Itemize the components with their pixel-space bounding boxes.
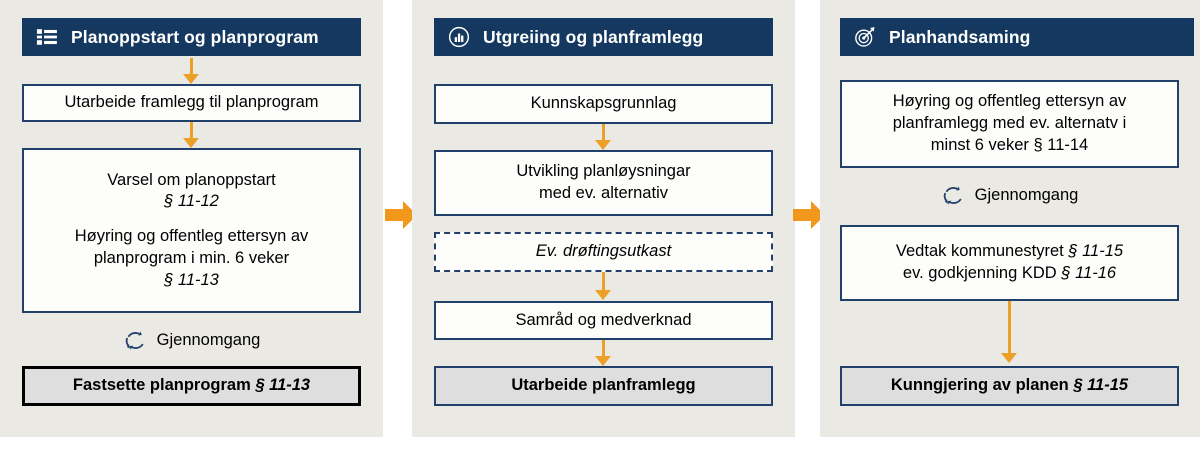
node-line: med ev. alternativ bbox=[538, 184, 668, 202]
node-kunnskapsgrunnlag[interactable]: Kunnskapsgrunnlag bbox=[434, 84, 773, 124]
node-line: Ev. drøftingsutkast bbox=[535, 242, 672, 261]
node-paragraph-ref: § 11-13 bbox=[164, 270, 219, 289]
panel-2-title: Utgreiing og planframlegg bbox=[483, 26, 704, 47]
node-paragraph-ref: § 11-15 bbox=[1073, 376, 1129, 395]
node-line: Utarbeide planframlegg bbox=[511, 376, 696, 395]
arrow-stem bbox=[601, 340, 605, 356]
arrow-p2-node4-to-node5 bbox=[595, 340, 611, 366]
arrow-p1-node1-to-node2 bbox=[183, 122, 199, 148]
node-utarbeide-framlegg-til-planprogram[interactable]: Utarbeide framlegg til planprogram bbox=[22, 84, 361, 122]
arrow-head bbox=[595, 140, 611, 150]
node-kunngjering-av-planen[interactable]: Kunngjering av planen § 11-15 bbox=[840, 366, 1179, 406]
panel-planhandsaming: Planhandsaming Høyring og offentleg ette… bbox=[820, 0, 1200, 437]
node-fastsette-planprogram[interactable]: Fastsette planprogram § 11-13 bbox=[22, 366, 361, 406]
node-utarbeide-planframlegg[interactable]: Utarbeide planframlegg bbox=[434, 366, 773, 406]
arrow-stem bbox=[189, 122, 193, 138]
node-varsel-om-planoppstart[interactable]: Varsel om planoppstart § 11-12 Høyring o… bbox=[22, 148, 361, 313]
node-line: Utarbeide framlegg til planprogram bbox=[64, 93, 319, 112]
node-line-text: Vedtak kommunestyret bbox=[895, 242, 1064, 261]
arrow-p3-node2-to-node3 bbox=[1001, 301, 1017, 363]
node-line: Fastsette planprogram § 11-13 bbox=[73, 375, 310, 397]
node-line: Utvikling planløysningar bbox=[516, 162, 691, 181]
panel-2-header: Utgreiing og planframlegg bbox=[434, 18, 773, 56]
review-label: Gjennomgang bbox=[156, 330, 261, 349]
cycle-icon bbox=[943, 186, 962, 205]
node-line: Samråd og medverknad bbox=[515, 310, 692, 329]
panel-1-title: Planoppstart og planprogram bbox=[71, 26, 319, 47]
arrow-head bbox=[183, 138, 199, 148]
arrow-head bbox=[595, 356, 611, 366]
node-ev-droftingsutkast[interactable]: Ev. drøftingsutkast bbox=[434, 232, 773, 272]
node-line: Kunnskapsgrunnlag bbox=[530, 94, 677, 113]
review-gjennomgang-p1: Gjennomgang bbox=[22, 325, 361, 355]
arrow-p2-node1-to-node2 bbox=[595, 124, 611, 150]
review-label: Gjennomgang bbox=[974, 185, 1079, 204]
panel-3-title: Planhandsaming bbox=[889, 26, 1031, 47]
panel-3-header: Planhandsaming bbox=[840, 18, 1194, 56]
node-line: Varsel om planoppstart bbox=[107, 170, 276, 189]
arrow-head bbox=[595, 290, 611, 300]
panel-1-header: Planoppstart og planprogram bbox=[22, 18, 361, 56]
target-arrow-icon bbox=[855, 27, 875, 47]
list-icon bbox=[36, 29, 57, 45]
panel-planoppstart-og-planprogram: Planoppstart og planprogram Utarbeide fr… bbox=[0, 0, 383, 437]
arrow-stem bbox=[601, 124, 605, 140]
arrow-stem bbox=[189, 58, 193, 74]
node-line: Høyring og offentleg ettersyn av bbox=[892, 92, 1127, 111]
node-line: planprogram i min. 6 veker bbox=[93, 248, 290, 267]
node-samrad-og-medverknad[interactable]: Samråd og medverknad bbox=[434, 301, 773, 340]
arrow-p2-node3-to-node4 bbox=[595, 272, 611, 300]
bar-chart-circle-icon bbox=[448, 26, 470, 48]
node-line: minst 6 veker § 11-14 bbox=[930, 135, 1089, 154]
node-vedtak-kommunestyret[interactable]: Vedtak kommunestyret § 11-15 ev. godkjen… bbox=[840, 225, 1179, 301]
arrow-panel1-to-panel2 bbox=[385, 201, 417, 229]
arrow-p1-header-to-node1 bbox=[183, 58, 199, 84]
node-line-text: Fastsette planprogram bbox=[72, 376, 251, 395]
review-gjennomgang-p3: Gjennomgang bbox=[840, 180, 1179, 210]
node-paragraph-ref: § 11-16 bbox=[1061, 264, 1117, 282]
node-paragraph-ref: § 11-13 bbox=[255, 376, 311, 395]
node-line: ev. godkjenning KDD § 11-16 bbox=[903, 263, 1116, 285]
panel-utgreiing-og-planframlegg: Utgreiing og planframlegg Kunnskapsgrunn… bbox=[412, 0, 795, 437]
node-line-text: Kunngjering av planen bbox=[890, 376, 1069, 395]
arrow-stem bbox=[601, 272, 605, 290]
node-hoyring-offentleg-ettersyn-planframlegg[interactable]: Høyring og offentleg ettersyn av planfra… bbox=[840, 80, 1179, 168]
arrow-panel2-to-panel3 bbox=[793, 201, 825, 229]
arrow-head bbox=[183, 74, 199, 84]
arrow-stem bbox=[1007, 301, 1011, 353]
node-line: planframlegg med ev. alternatv i bbox=[892, 114, 1127, 133]
cycle-icon bbox=[125, 331, 144, 350]
node-line: Kunngjering av planen § 11-15 bbox=[891, 375, 1128, 397]
node-line: Høyring og offentleg ettersyn av bbox=[74, 227, 309, 246]
arrow-head bbox=[1001, 353, 1017, 363]
node-paragraph-ref: § 11-15 bbox=[1068, 242, 1124, 261]
node-line-text: ev. godkjenning KDD bbox=[902, 264, 1057, 282]
node-utvikling-planloysningar[interactable]: Utvikling planløysningar med ev. alterna… bbox=[434, 150, 773, 216]
node-line: Vedtak kommunestyret § 11-15 bbox=[896, 241, 1123, 263]
node-paragraph-ref: § 11-12 bbox=[164, 192, 219, 211]
